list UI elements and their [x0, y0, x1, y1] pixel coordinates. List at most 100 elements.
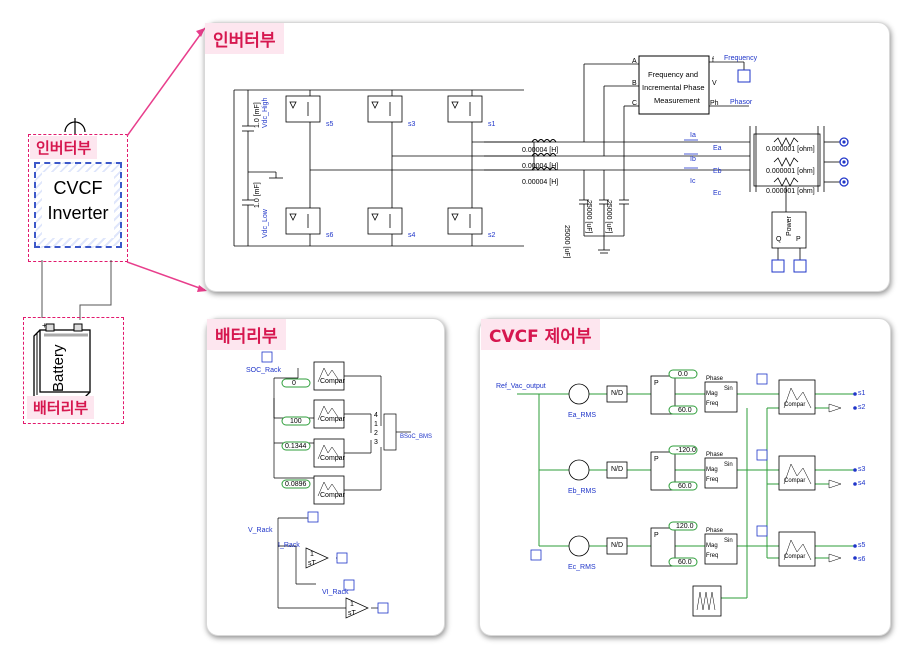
const-100: 100: [290, 418, 302, 425]
vi-rack-label: VI_Rack: [322, 589, 349, 596]
overview-battery-label: Battery: [50, 344, 67, 392]
freq-const-1: 60.0: [678, 407, 692, 414]
out-f: f: [712, 57, 714, 64]
out-s4: s4: [858, 480, 866, 487]
mux-2: 2: [374, 430, 378, 437]
dc-cap-2: 1.0 [mF]: [254, 182, 261, 208]
inductor-2: 0.00004 [H]: [522, 163, 559, 170]
rms-ec: Ec_RMS: [568, 564, 596, 571]
freq-const-3: 60.0: [678, 559, 692, 566]
tf1-num: 1: [310, 551, 314, 558]
svg-text:+: +: [42, 321, 47, 330]
out-s2: s2: [858, 404, 866, 411]
port-a: A: [632, 58, 637, 65]
mux-3: 3: [374, 439, 378, 446]
dc-cap-1: 1.0 [mF]: [254, 102, 261, 128]
const-0-0896: 0.0896: [285, 481, 307, 488]
tf2-den: sT: [348, 610, 356, 617]
rms-eb: Eb_RMS: [568, 488, 597, 495]
current-ic: Ic: [690, 178, 696, 185]
comparator-1-label: Compar: [320, 378, 345, 385]
out-s5: s5: [858, 542, 866, 549]
out-s1: s1: [858, 390, 866, 397]
phase-const-1: 0.0: [678, 371, 688, 378]
phasor-label: Phasor: [730, 99, 753, 106]
comparator-2-label: Compar: [320, 416, 345, 423]
out-ph: Ph: [710, 100, 719, 107]
resistor-3: 0.000001 [ohm]: [766, 188, 815, 195]
overview-inverter-line1: CVCF: [53, 178, 103, 198]
comparator-3-label: Compar: [320, 455, 345, 462]
port-b: B: [632, 80, 637, 87]
current-ia: Ia: [690, 132, 696, 139]
sin-2-freq: Freq: [706, 477, 719, 483]
sin-2-mag: Mag: [706, 467, 718, 473]
sin-2-phase: Phase: [706, 452, 724, 458]
switch-s1: s1: [488, 121, 496, 128]
i-rack-label: I_Rack: [278, 542, 300, 549]
cvcf-schematic: [517, 369, 857, 617]
overview-battery-tag: 배터리부: [27, 396, 95, 419]
pi-1: P: [654, 380, 659, 387]
cvcf-comparator-1-label: Compar: [784, 402, 806, 408]
battery-panel-title: 배터리부: [207, 319, 286, 350]
rms-ea: Ea_RMS: [568, 412, 597, 419]
overview-battery-box: [23, 317, 124, 424]
switch-s2: s2: [488, 232, 496, 239]
overview-ground-symbol: [64, 118, 86, 134]
switch-s5: s5: [326, 121, 334, 128]
mux-1: 1: [374, 421, 378, 428]
overview-inverter-block: CVCF Inverter: [34, 162, 122, 248]
voltage-ea: Ea: [713, 145, 722, 152]
switch-s6: s6: [326, 232, 334, 239]
sin-3-phase: Phase: [706, 528, 724, 534]
battery-icon: +: [33, 321, 91, 398]
v-rack-label: V_Rack: [248, 527, 273, 534]
phase-const-2: -120.0: [676, 447, 696, 454]
overview-inverter-box: [28, 134, 128, 262]
mux-4: 4: [374, 412, 378, 419]
cap-2: 25000 [uF]: [585, 200, 592, 234]
soc-rack-label: SOC_Rack: [246, 367, 282, 374]
measure-block-line1: Frequency and: [648, 70, 699, 79]
inverter-schematic: [233, 55, 849, 273]
cap-3: 25000 [uF]: [605, 200, 612, 234]
sin-3-mag: Mag: [706, 543, 718, 549]
voltage-eb: Eb: [713, 168, 722, 175]
freq-const-2: 60.0: [678, 483, 692, 490]
sin-3-freq: Freq: [706, 553, 719, 559]
inverter-panel: [204, 22, 890, 292]
nd-1: N/D: [611, 390, 624, 397]
vdc-high-label: Vdc_High: [262, 97, 269, 128]
port-c: C: [632, 100, 638, 107]
sin-1-freq: Freq: [706, 401, 719, 407]
battery-schematic: [261, 351, 411, 619]
measure-block-line2: Incremental Phase: [642, 83, 705, 92]
current-ib: Ib: [690, 156, 696, 163]
sin-1-sin: Sin: [724, 386, 733, 392]
ref-vac-label: Ref_Vac_output: [496, 383, 546, 390]
measure-block-line3: Measurement: [654, 96, 700, 105]
power-p: P: [796, 236, 801, 243]
const-0-1344: 0.1344: [285, 443, 307, 450]
cvcf-comparator-3-label: Compar: [784, 554, 806, 560]
pi-3: P: [654, 532, 659, 539]
inductor-1: 0.00004 [H]: [522, 147, 559, 154]
vdc-low-label: Vdc_Low: [262, 209, 269, 238]
sin-2-sin: Sin: [724, 462, 733, 468]
bsoc-label: BSoC_BMS: [400, 434, 433, 440]
voltage-ec: Ec: [713, 190, 722, 197]
power-label: Power: [786, 216, 793, 236]
inductor-3: 0.00004 [H]: [522, 179, 559, 186]
tf2-num: 1: [350, 601, 354, 608]
nd-2: N/D: [611, 466, 624, 473]
cvcf-panel-title: CVCF 제어부: [481, 319, 600, 350]
overview-inverter-line2: Inverter: [47, 203, 109, 223]
frequency-label: Frequency: [724, 55, 758, 62]
switch-s4: s4: [408, 232, 416, 239]
power-q: Q: [776, 236, 782, 243]
cap-1: 25000 [uF]: [563, 225, 570, 259]
tf1-den: sT: [308, 560, 316, 567]
nd-3: N/D: [611, 542, 624, 549]
